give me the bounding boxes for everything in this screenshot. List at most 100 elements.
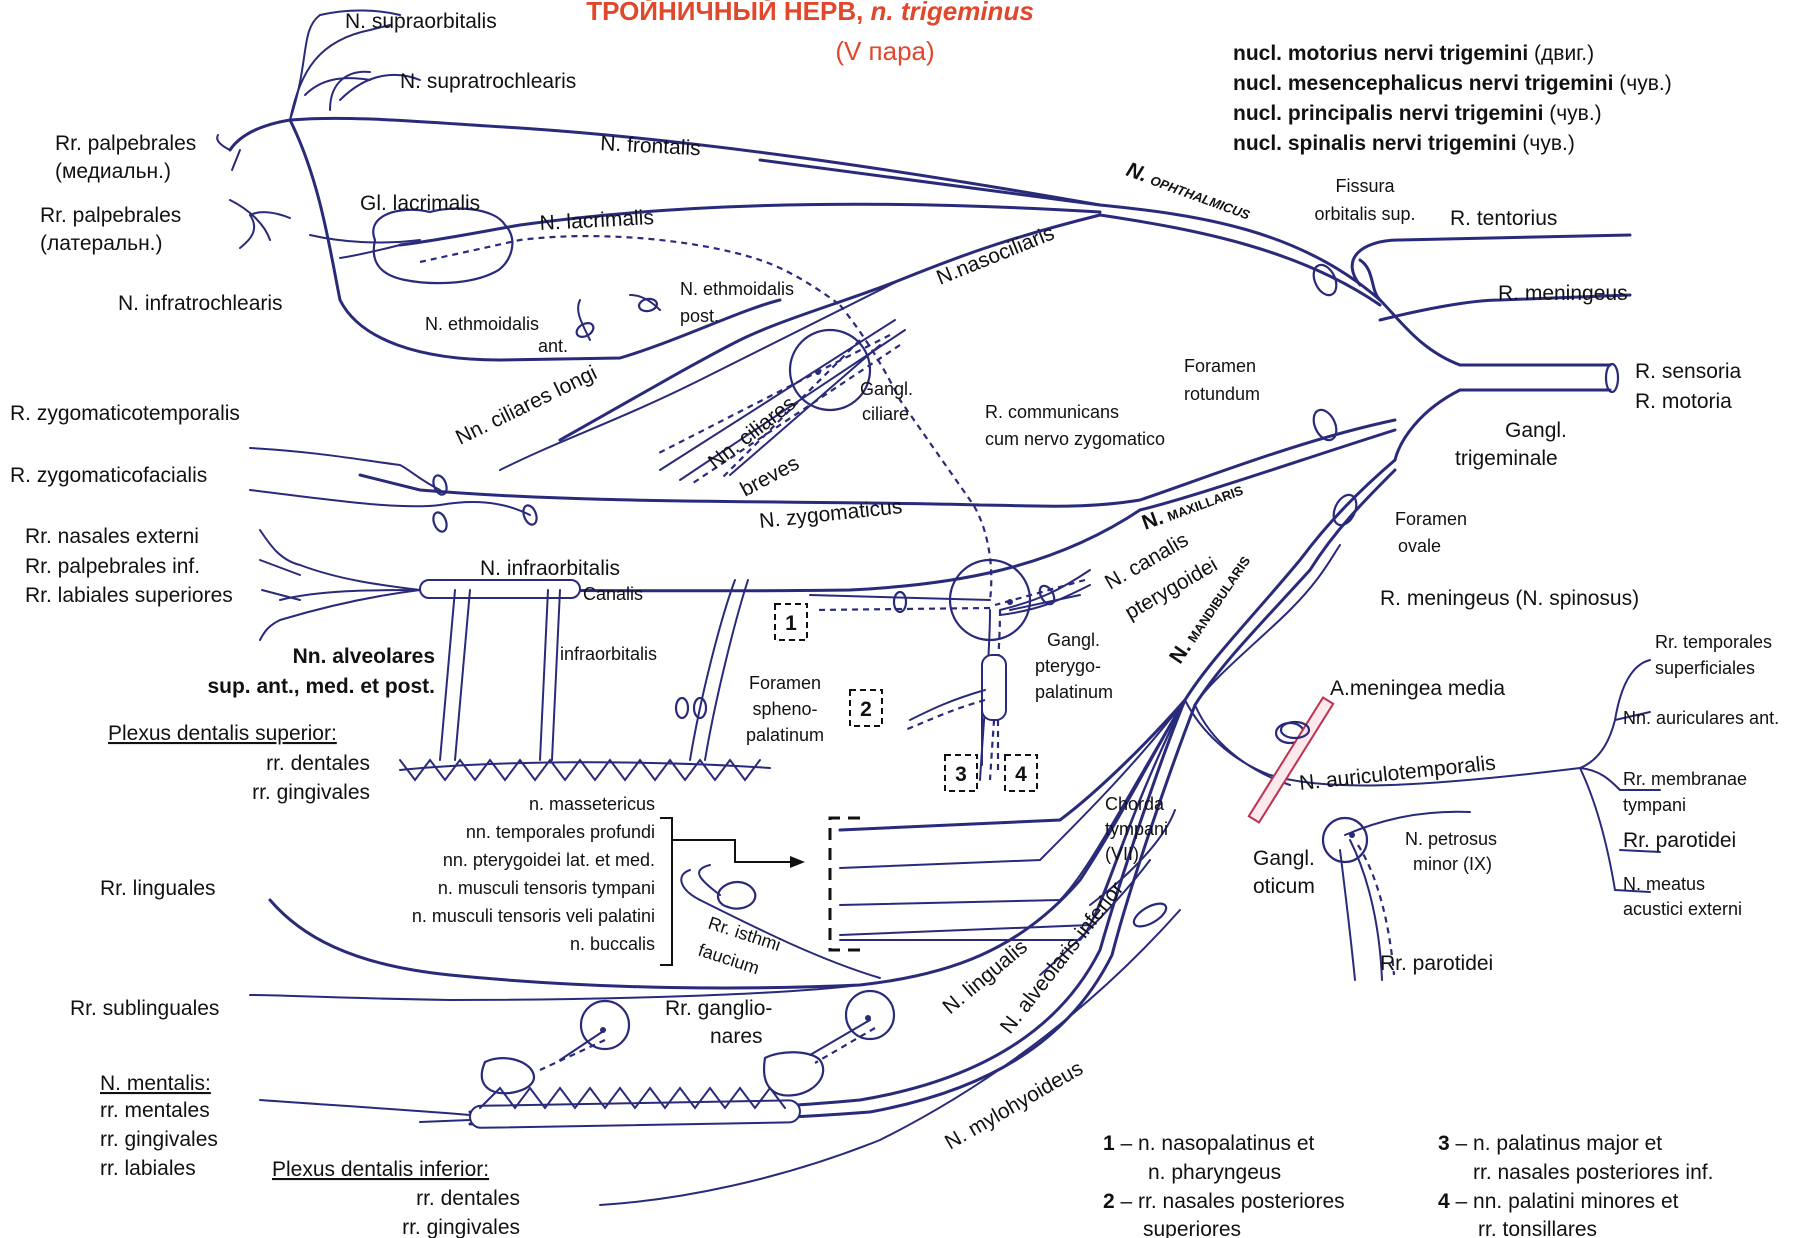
- label-gangl-ciliare: Gangl.: [860, 379, 913, 399]
- motor-branch: n. musculi tensoris tympani: [438, 878, 655, 898]
- label-foramen-rotundum-2: rotundum: [1184, 384, 1260, 404]
- label-alveolares: Nn. alveolares: [293, 645, 435, 668]
- label-membranae: Rr. membranae: [1623, 769, 1747, 789]
- label-mentales: rr. mentales: [100, 1099, 210, 1122]
- label-membranae-2: tympani: [1623, 795, 1686, 815]
- label-chorda-2: tympani: [1105, 819, 1168, 839]
- label-frontalis: N. frontalis: [600, 132, 701, 160]
- nucleus-type: (чув.): [1543, 102, 1601, 125]
- label-auriculotemporalis: N. auriculotemporalis: [1298, 751, 1497, 794]
- label-plexus-sup-dent: rr. dentales: [266, 752, 370, 775]
- label-a-meningea: A.meningea media: [1330, 677, 1505, 700]
- box-label: 1: [785, 612, 797, 635]
- label-ethmoidalis-ant-2: ant.: [538, 336, 568, 356]
- svg-text:nucl. mesencephalicus nervi: nucl. mesencephalicus nervi trigemini (ч…: [1233, 72, 1672, 95]
- label-supratrochlearis: N. supratrochlearis: [400, 70, 576, 93]
- label-plexus-inf-ging: rr. gingivales: [402, 1216, 520, 1238]
- motor-branches-list: n. massetericus nn. temporales profundi …: [412, 794, 655, 954]
- nucleus-type: (чув.): [1613, 72, 1671, 95]
- legend-item-3-line2: rr. nasales posteriores inf.: [1473, 1161, 1713, 1184]
- label-motoria: R. motoria: [1635, 390, 1732, 413]
- label-temporales-sup: Rr. temporales: [1655, 632, 1772, 652]
- label-zygomaticofacialis: R. zygomaticofacialis: [10, 464, 207, 487]
- label-fissura-2: orbitalis sup.: [1314, 204, 1415, 224]
- diagram-title: ТРОЙНИЧНЫЙ НЕРВ, n. trigeminus: [586, 0, 1034, 26]
- label-canalis-infra: Canalis: [583, 584, 643, 604]
- label-fissura: Fissura: [1335, 176, 1395, 196]
- label-gangl-oticum-2: oticum: [1253, 875, 1315, 898]
- label-supraorbitalis: N. supraorbitalis: [345, 10, 497, 33]
- svg-text:nucl. spinalis nervi trigemin: nucl. spinalis nervi trigemini (чув.): [1233, 132, 1575, 155]
- label-plexus-inf: Plexus dentalis inferior:: [272, 1158, 489, 1181]
- label-ciliares-longi: Nn. ciliares longi: [452, 361, 601, 449]
- label-foramen-sp-3: palatinum: [746, 725, 824, 745]
- label-communicans-2: cum nervo zygomatico: [985, 429, 1165, 449]
- label-gangl-ptp-2: pterygo-: [1035, 656, 1101, 676]
- label-gangl-ptp-3: palatinum: [1035, 682, 1113, 702]
- box-label: 3: [955, 763, 967, 786]
- label-parotidei-low: Rr. parotidei: [1380, 952, 1493, 975]
- label-gangl-oticum: Gangl.: [1253, 847, 1315, 870]
- legend-item-3: 3 – n. palatinus major et: [1438, 1132, 1662, 1155]
- motor-branch: nn. pterygoidei lat. et med.: [443, 850, 655, 870]
- label-meningeus-spinosus: R. meningeus (N. spinosus): [1380, 587, 1639, 610]
- label-gangl-trigeminale: Gangl.: [1505, 419, 1567, 442]
- label-ophthalmicus: N.OPHTHALMICUS: [1123, 158, 1254, 224]
- label-gangl-trigeminale-2: trigeminale: [1455, 447, 1558, 470]
- label-gangl-ciliare-2: ciliare: [862, 404, 909, 424]
- legend-item-4: 4 – nn. palatini minores et: [1438, 1190, 1679, 1213]
- label-foramen-ovale: Foramen: [1395, 509, 1467, 529]
- label-tentorius: R. tentorius: [1450, 207, 1557, 230]
- label-sublinguales: Rr. sublinguales: [70, 997, 219, 1020]
- label-ethmoidalis-post-2: post.: [680, 306, 719, 326]
- label-communicans: R. communicans: [985, 402, 1119, 422]
- label-plexus-sup-ging: rr. gingivales: [252, 781, 370, 804]
- label-plexus-sup: Plexus dentalis superior:: [108, 722, 337, 745]
- legend-item-1: 1 – n. nasopalatinus et: [1103, 1132, 1314, 1155]
- box-label: 4: [1015, 763, 1027, 786]
- label-foramen-ovale-2: ovale: [1398, 536, 1441, 556]
- label-meatus-2: acustici externi: [1623, 899, 1742, 919]
- label-gl-lacrimalis: Gl. lacrimalis: [360, 192, 480, 215]
- svg-text:nucl. principalis nervi trig: nucl. principalis nervi trigemini (чув.): [1233, 102, 1602, 125]
- label-foramen-rotundum: Foramen: [1184, 356, 1256, 376]
- label-ciliares-breves-2: breves: [737, 452, 803, 502]
- legend-item-4-line2: rr. tonsillares: [1478, 1218, 1597, 1238]
- legend: 1 – n. nasopalatinus et n. pharyngeus 2 …: [1103, 1132, 1713, 1238]
- label-labiales: rr. labiales: [100, 1157, 196, 1180]
- label-palpebrales-inf: Rr. palpebrales inf.: [25, 555, 200, 578]
- label-mentalis-ging: rr. gingivales: [100, 1128, 218, 1151]
- label-foramen-sp: Foramen: [749, 673, 821, 693]
- label-gangl-ptp: Gangl.: [1047, 630, 1100, 650]
- box-label: 2: [860, 698, 872, 721]
- label-ethmoidalis-post: N. ethmoidalis: [680, 279, 794, 299]
- label-petrosus-2: minor (IX): [1413, 854, 1492, 874]
- diagram-subtitle: (V пара): [835, 36, 934, 66]
- label-labiales-sup: Rr. labiales superiores: [25, 584, 233, 607]
- label-palpebrales-lat: Rr. palpebrales: [40, 204, 181, 227]
- nucleus-name: nucl. mesencephalicus nervi trigemini: [1233, 72, 1613, 95]
- label-chorda-3: (VII): [1105, 844, 1139, 864]
- label-palpebrales-med: Rr. palpebrales: [55, 132, 196, 155]
- label-palpebrales-med-2: (медиальн.): [55, 160, 171, 183]
- motor-branch: nn. temporales profundi: [466, 822, 655, 842]
- nucleus-name: nucl. spinalis nervi trigemini: [1233, 132, 1517, 155]
- label-infraorbitalis: N. infraorbitalis: [480, 557, 620, 580]
- legend-item-2-line2: superiores: [1143, 1218, 1241, 1238]
- numbered-boxes: 1 2 3 4: [774, 603, 1038, 792]
- svg-text:nucl. motorius nervi trigemin: nucl. motorius nervi trigemini (двиг.): [1233, 42, 1594, 65]
- label-auriculares-ant: Nn. auriculares ant.: [1623, 708, 1779, 728]
- label-chorda: Chorda: [1105, 794, 1165, 814]
- motor-branch: n. buccalis: [570, 934, 655, 954]
- label-nasales-externi: Rr. nasales externi: [25, 525, 199, 548]
- label-palpebrales-lat-2: (латеральн.): [40, 232, 163, 255]
- legend-item-1-line2: n. pharyngeus: [1148, 1161, 1281, 1184]
- label-temporales-sup-2: superficiales: [1655, 658, 1755, 678]
- label-petrosus: N. petrosus: [1405, 829, 1497, 849]
- label-foramen-sp-2: spheno-: [752, 699, 817, 719]
- label-sensoria: R. sensoria: [1635, 360, 1742, 383]
- nerve-drawing: [216, 9, 1661, 1206]
- label-alveolares-2: sup. ant., med. et post.: [207, 675, 435, 698]
- labels: N. supraorbitalis N. supratrochlearis Rr…: [10, 10, 1779, 1238]
